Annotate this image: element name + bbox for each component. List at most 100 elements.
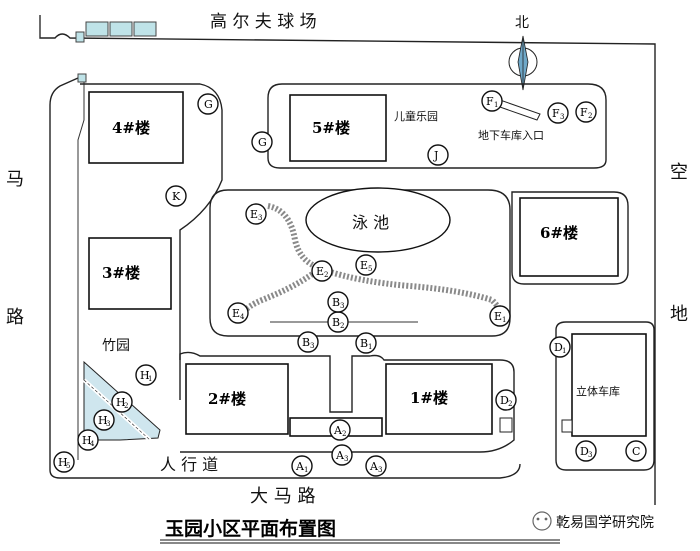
building-2 bbox=[185, 363, 289, 435]
garage-entrance-label: 地下车库入口 bbox=[478, 128, 544, 142]
marker-c: C bbox=[625, 440, 647, 462]
marker-circle bbox=[227, 302, 249, 324]
marker-circle bbox=[311, 260, 333, 282]
sidewalk-label: 人 行 道 bbox=[160, 455, 218, 474]
marker-letter: F bbox=[486, 95, 494, 108]
parking-garage bbox=[571, 333, 647, 437]
marker-h3: H3 bbox=[93, 409, 115, 431]
north-compass: 北 bbox=[508, 15, 538, 91]
marker-letter: E bbox=[250, 208, 258, 221]
building-5-label: 5#楼 bbox=[312, 119, 350, 137]
marker-letter: G bbox=[204, 98, 213, 111]
marker-subscript: 4 bbox=[90, 440, 95, 448]
block-2-outline bbox=[179, 351, 515, 453]
marker-subscript: 5 bbox=[368, 265, 372, 273]
marker-h4: H4 bbox=[77, 429, 99, 451]
golf-course-boundary bbox=[39, 15, 656, 505]
marker-circle bbox=[135, 364, 157, 386]
main-road-label: 大 马 路 bbox=[250, 486, 315, 507]
marker-letter: H bbox=[140, 369, 150, 382]
marker-letter: H bbox=[82, 434, 92, 447]
marker-letter: A bbox=[335, 449, 345, 462]
marker-circle bbox=[549, 336, 571, 358]
marker-circle bbox=[489, 305, 511, 327]
pool-label: 泳 池 bbox=[352, 213, 389, 232]
marker-subscript: 3 bbox=[258, 214, 262, 222]
map-title: 玉园小区平面布置图 bbox=[165, 517, 336, 540]
marker-letter: D bbox=[580, 445, 589, 458]
marker-letter: E bbox=[232, 307, 240, 320]
marker-subscript: 2 bbox=[508, 400, 512, 408]
marker-circle bbox=[625, 440, 647, 462]
marker-circle bbox=[291, 455, 313, 477]
marker-circle bbox=[297, 331, 319, 353]
vacant-land-label-bottom: 地 bbox=[670, 304, 688, 325]
marker-subscript: 1 bbox=[494, 101, 498, 109]
marker-circle bbox=[365, 455, 387, 477]
marker-g1: G bbox=[197, 93, 219, 115]
marker-subscript: 3 bbox=[560, 113, 564, 121]
marker-subscript: 3 bbox=[340, 302, 344, 310]
marker-letter: B bbox=[332, 296, 340, 309]
swimming-pool bbox=[305, 187, 451, 253]
marker-subscript: 5 bbox=[66, 462, 70, 470]
marker-circle bbox=[547, 102, 569, 124]
marker-circle bbox=[355, 254, 377, 276]
marker-h2: H2 bbox=[111, 391, 133, 413]
marker-letter: F bbox=[580, 106, 588, 119]
marker-circle bbox=[575, 101, 597, 123]
bamboo-garden-label: 竹园 bbox=[102, 338, 130, 354]
marker-subscript: 2 bbox=[342, 430, 346, 438]
watermark-text: 乾易国学研究院 bbox=[556, 515, 654, 531]
marker-subscript: 1 bbox=[368, 343, 372, 351]
marker-subscript: 3 bbox=[106, 420, 110, 428]
marker-circle bbox=[481, 90, 503, 112]
marker-letter: H bbox=[58, 456, 68, 469]
marker-subscript: 3 bbox=[588, 451, 592, 459]
marker-letter: J bbox=[433, 149, 438, 162]
playground-label: 儿童乐园 bbox=[394, 109, 438, 123]
watermark: 乾易国学研究院 bbox=[532, 511, 654, 531]
marker-letter: K bbox=[172, 190, 181, 203]
marker-circle bbox=[355, 332, 377, 354]
marker-circle bbox=[165, 185, 187, 207]
building-4-label: 4#楼 bbox=[112, 119, 150, 137]
marker-subscript: 2 bbox=[124, 402, 128, 410]
marker-subscript: 3 bbox=[310, 342, 314, 350]
building-6-label: 6#楼 bbox=[540, 224, 578, 242]
marker-k: K bbox=[165, 185, 187, 207]
marker-j: J bbox=[427, 144, 449, 166]
marker-subscript: 4 bbox=[240, 313, 245, 321]
marker-letter: G bbox=[258, 136, 267, 149]
marker-letter: E bbox=[360, 259, 368, 272]
marker-subscript: 2 bbox=[340, 322, 344, 330]
building-5 bbox=[289, 94, 387, 162]
west-boundary bbox=[49, 77, 79, 479]
marker-letter: B bbox=[302, 336, 310, 349]
block-6-outline bbox=[511, 191, 629, 285]
marker-letter: E bbox=[494, 310, 502, 323]
marker-letter: D bbox=[554, 341, 563, 354]
marker-letter: B bbox=[332, 316, 340, 329]
north-label: 北 bbox=[515, 15, 529, 31]
building-4 bbox=[88, 91, 184, 164]
golf-course-label: 高 尔 夫 球 场 bbox=[210, 12, 317, 32]
marker-circle bbox=[251, 131, 273, 153]
building-3 bbox=[88, 237, 172, 310]
marker-subscript: 2 bbox=[588, 112, 592, 120]
